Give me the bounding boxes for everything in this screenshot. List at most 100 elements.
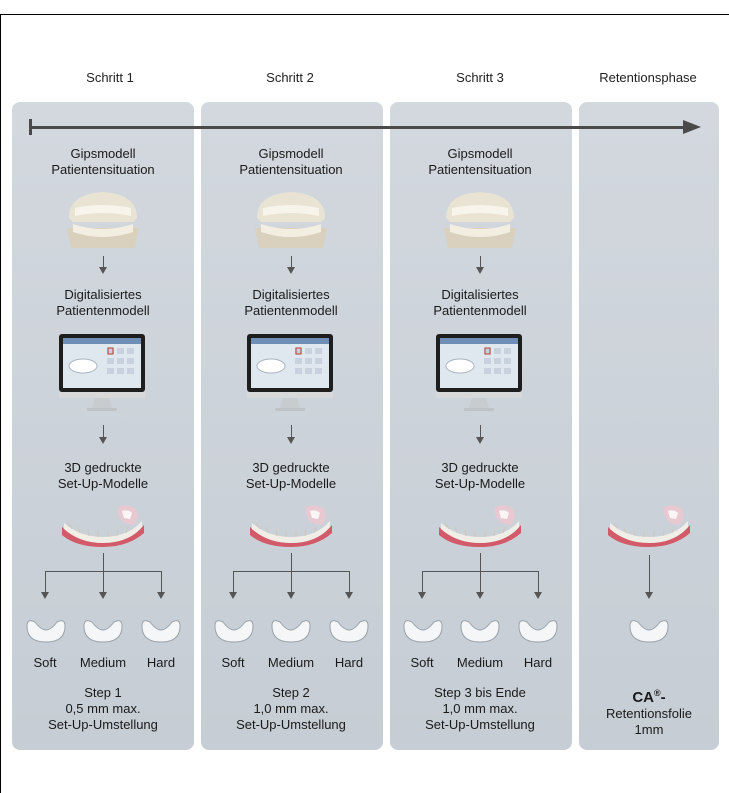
foil-medium-label: Medium [79,655,127,670]
printed-models-line2: Set-Up-Modelle [57,476,149,491]
foil-medium-label: Medium [456,655,504,670]
plaster-model-image [255,192,327,248]
retention-thickness-label: 1mm [634,722,664,737]
digital-model-line2: Patientenmodell [433,303,527,318]
aligner-soft-image [214,620,254,643]
step-description-line3: Set-Up-Umstellung [236,717,346,732]
step-description-line3: Set-Up-Umstellung [48,717,158,732]
step-description-line1: Step 2 [272,685,310,700]
setup-model-image [439,505,521,547]
arrow-down-icon [157,571,165,599]
plaster-model-line2: Patientensituation [51,162,155,177]
monitor-image [247,334,333,411]
step-description-line2: 0,5 mm max. [65,701,141,716]
foil-hard-label: Hard [146,655,176,670]
digital-model-line1: Digitalisiertes [252,287,330,302]
aligner-medium-image [271,620,311,643]
arrow-down-icon [41,571,49,599]
step-description-line3: Set-Up-Umstellung [425,717,535,732]
arrow-down-icon [287,571,295,599]
foil-soft-label: Soft [33,655,57,670]
header-step-3: Schritt 3 [456,70,504,85]
ca-brand-name: CA [632,689,655,706]
foil-medium-label: Medium [267,655,315,670]
plaster-model-line2: Patientensituation [428,162,532,177]
header-step-2: Schritt 2 [266,70,314,85]
aligner-retention-image [629,620,669,643]
plaster-model-label: Gipsmodell Patientensituation [211,146,371,178]
foil-soft-label: Soft [410,655,434,670]
frame-top-border [0,14,729,15]
branch-stem-line [103,553,104,571]
digital-model-label: Digitalisiertes Patientenmodell [211,287,371,319]
header-retention-phase: Retentionsphase [599,70,697,85]
plaster-model-image [444,192,516,248]
aligner-hard-image [518,620,558,643]
arrow-down-icon [534,571,542,599]
arrow-down-icon [99,425,107,444]
arrow-down-icon [476,256,484,274]
step-description: Step 3 bis Ende 1,0 mm max. Set-Up-Umste… [395,685,565,733]
step-description-line1: Step 3 bis Ende [434,685,526,700]
step-description-line2: 1,0 mm max. [442,701,518,716]
arrow-down-icon [476,425,484,444]
column-retention [579,102,719,750]
timeline-line [30,126,685,129]
arrow-down-icon [476,571,484,599]
plaster-model-image [67,192,139,248]
ca-brand-suffix: - [660,689,666,706]
registered-mark: ® [654,688,661,698]
ca-brand-label: CA®- [584,685,714,706]
plaster-model-label: Gipsmodell Patientensituation [400,146,560,178]
arrow-down-icon [345,571,353,599]
aligner-soft-image [26,620,66,643]
arrow-down-icon [645,555,653,599]
arrow-down-icon [287,256,295,274]
foil-hard-label: Hard [523,655,553,670]
printed-models-label: 3D gedruckte Set-Up-Modelle [211,460,371,492]
step-description-line1: Step 1 [84,685,122,700]
step-description: Step 1 0,5 mm max. Set-Up-Umstellung [18,685,188,733]
step-description: Step 2 1,0 mm max. Set-Up-Umstellung [206,685,376,733]
arrow-down-icon [99,256,107,274]
aligner-medium-image [460,620,500,643]
foil-soft-label: Soft [221,655,245,670]
retention-description: CA®- Retentionsfolie 1mm [584,685,714,738]
frame-left-border [0,14,1,793]
plaster-model-label: Gipsmodell Patientensituation [23,146,183,178]
plaster-model-line1: Gipsmodell [258,146,324,161]
timeline-arrow-head-icon [683,120,701,134]
printed-models-line1: 3D gedruckte [252,460,330,475]
digital-model-label: Digitalisiertes Patientenmodell [400,287,560,319]
branch-stem-line [291,553,292,571]
digital-model-label: Digitalisiertes Patientenmodell [23,287,183,319]
digital-model-line1: Digitalisiertes [64,287,142,302]
step-description-line2: 1,0 mm max. [253,701,329,716]
plaster-model-line1: Gipsmodell [70,146,136,161]
digital-model-line2: Patientenmodell [244,303,338,318]
arrow-down-icon [287,425,295,444]
monitor-image [59,334,145,411]
setup-model-image [608,505,690,547]
aligner-hard-image [329,620,369,643]
setup-model-image [250,505,332,547]
printed-models-label: 3D gedruckte Set-Up-Modelle [23,460,183,492]
printed-models-line1: 3D gedruckte [441,460,519,475]
printed-models-line2: Set-Up-Modelle [434,476,526,491]
digital-model-line2: Patientenmodell [56,303,150,318]
header-step-1: Schritt 1 [86,70,134,85]
printed-models-line1: 3D gedruckte [64,460,142,475]
monitor-image [436,334,522,411]
aligner-medium-image [83,620,123,643]
arrow-down-icon [229,571,237,599]
printed-models-line2: Set-Up-Modelle [245,476,337,491]
arrow-down-icon [418,571,426,599]
aligner-soft-image [403,620,443,643]
setup-model-image [62,505,144,547]
foil-hard-label: Hard [334,655,364,670]
aligner-hard-image [141,620,181,643]
branch-stem-line [480,553,481,571]
digital-model-line1: Digitalisiertes [441,287,519,302]
plaster-model-line1: Gipsmodell [447,146,513,161]
retention-foil-label: Retentionsfolie [606,706,692,721]
